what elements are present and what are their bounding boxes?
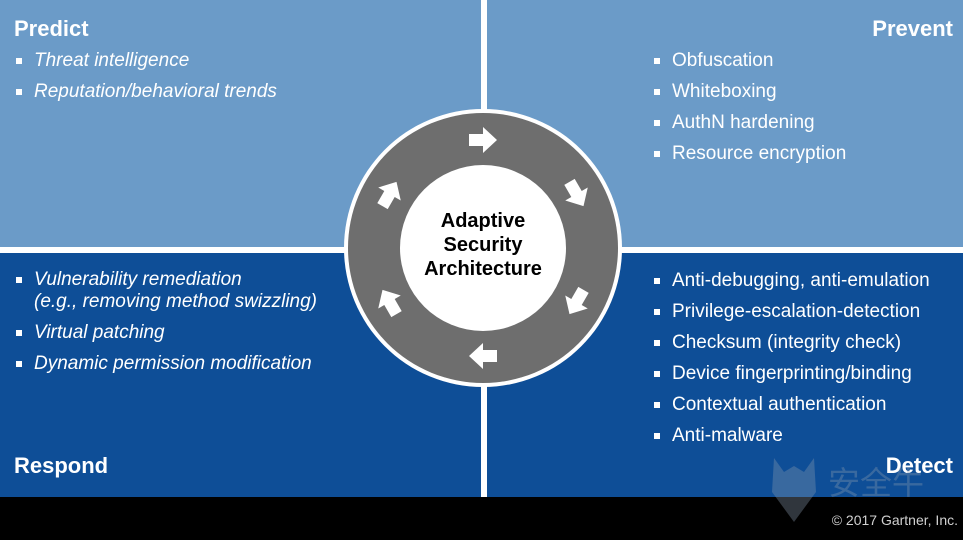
- bullet-icon: [16, 89, 22, 95]
- bullet-icon: [654, 89, 660, 95]
- list-item: Obfuscation: [654, 50, 846, 72]
- cycle-diagram: [344, 109, 622, 387]
- list-item: AuthN hardening: [654, 112, 846, 134]
- list-item: Device fingerprinting/binding: [654, 363, 930, 385]
- center-label-line: Architecture: [424, 258, 542, 280]
- center-label: Adaptive Security Architecture: [413, 209, 553, 281]
- bullet-icon: [654, 433, 660, 439]
- watermark-logo: 安全牛: [772, 458, 924, 522]
- list-item: Dynamic permission modification: [16, 353, 317, 375]
- bullet-icon: [654, 402, 660, 408]
- arrow-icon: [565, 286, 589, 315]
- bullet-icon: [16, 330, 22, 336]
- bullet-icon: [654, 309, 660, 315]
- bullet-icon: [654, 120, 660, 126]
- list-item: Whiteboxing: [654, 81, 846, 103]
- bullet-icon: [654, 340, 660, 346]
- bullet-icon: [16, 277, 22, 283]
- predict-quadrant: Predict Threat intelligence Reputation/b…: [0, 0, 481, 247]
- prevent-title: Prevent: [872, 16, 953, 41]
- watermark-text: 安全牛: [828, 464, 924, 502]
- detect-list: Anti-debugging, anti-emulation Privilege…: [654, 270, 930, 456]
- list-item: Virtual patching: [16, 322, 317, 344]
- center-label-line: Security: [443, 234, 523, 256]
- predict-list: Threat intelligence Reputation/behaviora…: [16, 50, 277, 112]
- prevent-list: Obfuscation Whiteboxing AuthN hardening …: [654, 50, 846, 174]
- list-item: Checksum (integrity check): [654, 332, 930, 354]
- list-item: Contextual authentication: [654, 394, 930, 416]
- bullet-icon: [16, 361, 22, 367]
- respond-list: Vulnerability remediation (e.g., removin…: [16, 269, 317, 384]
- arrow-icon: [469, 343, 497, 369]
- predict-title: Predict: [14, 16, 89, 41]
- arrow-group: [377, 127, 589, 369]
- bullet-icon: [16, 58, 22, 64]
- arrow-icon: [377, 181, 401, 210]
- copyright-text: © 2017 Gartner, Inc.: [831, 512, 958, 528]
- inner-circle: [400, 165, 566, 331]
- detect-title: Detect: [885, 453, 953, 478]
- list-item: Resource encryption: [654, 143, 846, 165]
- respond-title: Respond: [14, 453, 109, 478]
- list-item: Anti-debugging, anti-emulation: [654, 270, 930, 292]
- bullet-icon: [654, 278, 660, 284]
- list-item: Threat intelligence: [16, 50, 277, 72]
- arrow-icon: [469, 127, 497, 153]
- bullet-icon: [654, 151, 660, 157]
- list-item: Privilege-escalation-detection: [654, 301, 930, 323]
- list-item: Anti-malware: [654, 425, 930, 447]
- footer-bar: [0, 497, 963, 540]
- shield-icon: [772, 458, 816, 522]
- arrow-icon: [564, 178, 588, 207]
- center-label-line: Adaptive: [440, 210, 526, 232]
- list-item: Reputation/behavioral trends: [16, 81, 277, 103]
- list-item: Vulnerability remediation (e.g., removin…: [16, 269, 317, 313]
- bullet-icon: [654, 58, 660, 64]
- arrow-icon: [378, 289, 402, 318]
- bullet-icon: [654, 371, 660, 377]
